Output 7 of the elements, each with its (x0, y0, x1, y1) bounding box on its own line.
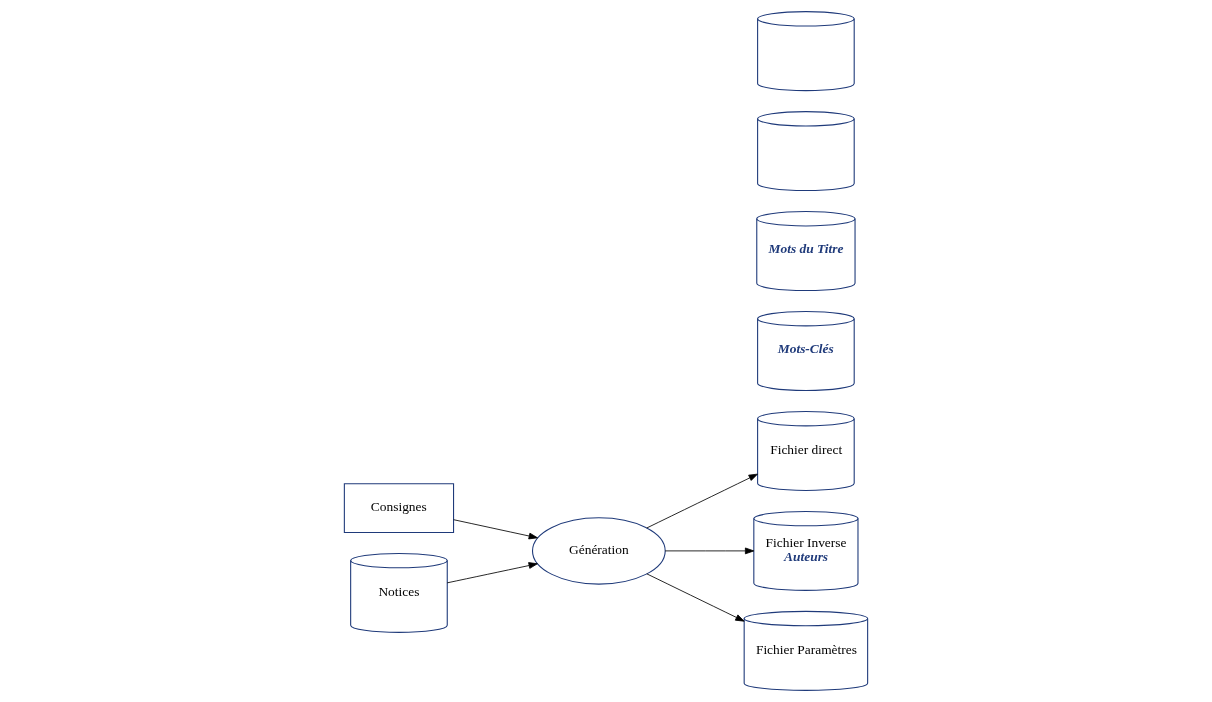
arrow (664, 547, 755, 555)
node-box: Consignes (343, 483, 455, 533)
arrow (446, 562, 538, 584)
arrow (646, 473, 758, 529)
node-ellipse: Génération (531, 517, 666, 585)
arrow (453, 519, 538, 540)
arrow (646, 573, 745, 622)
